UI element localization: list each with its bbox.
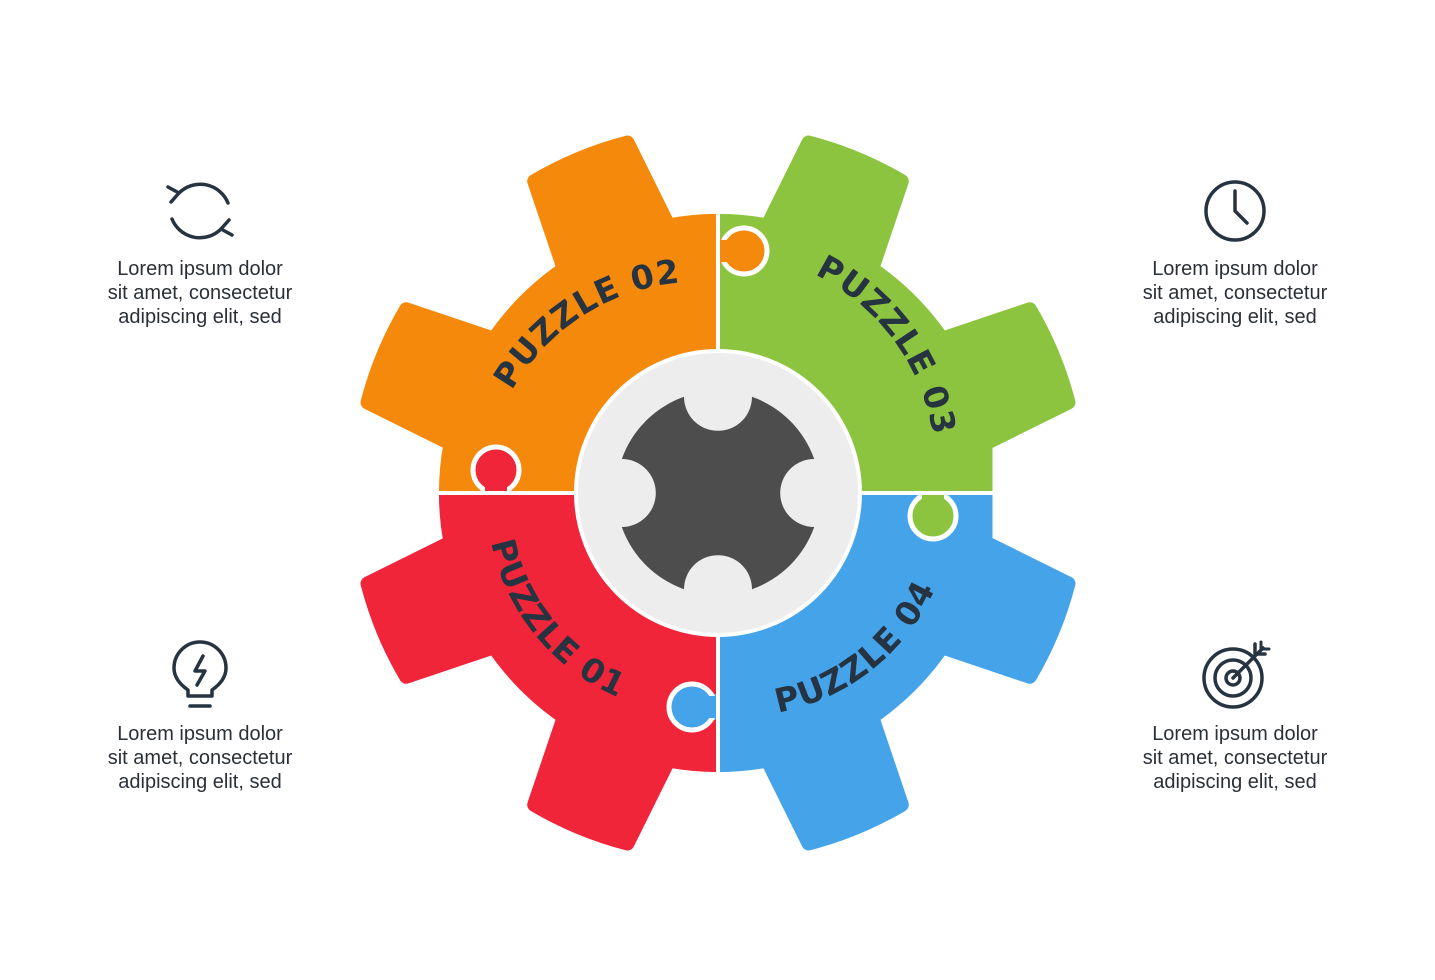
tab-knob-04 — [672, 687, 712, 727]
target-arrow-icon — [1202, 640, 1271, 709]
info-text: Lorem ipsum dolor sit amet, consectetur … — [107, 258, 293, 328]
center-puzzle-hub — [621, 396, 815, 590]
info-block-bottom-left: Lorem ipsum dolor sit amet, consectetur … — [80, 640, 320, 794]
info-text: Lorem ipsum dolor sit amet, consectetur … — [1142, 723, 1328, 793]
tab-knob-02 — [724, 231, 764, 271]
refresh-cycle-icon — [166, 182, 234, 240]
clock-icon — [1204, 180, 1266, 242]
info-block-top-right: Lorem ipsum dolor sit amet, consectetur … — [1115, 175, 1355, 329]
info-block-top-left: Lorem ipsum dolor sit amet, consectetur … — [80, 175, 320, 329]
info-text: Lorem ipsum dolor sit amet, consectetur … — [1142, 258, 1328, 328]
info-block-bottom-right: Lorem ipsum dolor sit amet, consectetur … — [1115, 640, 1355, 794]
tab-knob-03 — [913, 496, 953, 536]
lightbulb-icon — [172, 640, 228, 708]
info-text: Lorem ipsum dolor sit amet, consectetur … — [107, 723, 293, 793]
tab-knob-01 — [476, 450, 516, 490]
